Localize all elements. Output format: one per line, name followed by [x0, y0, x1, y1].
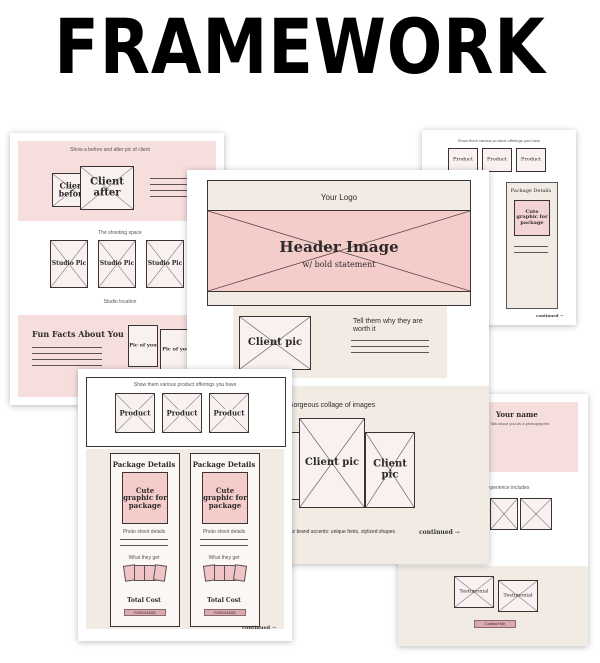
pic-of-you-1-label: Pic of you	[129, 342, 157, 349]
right-top-continued: continued	[536, 313, 563, 318]
experience-caption: xperience includes	[488, 485, 530, 491]
cute-graphic-2-label: Cute graphic for package	[203, 485, 247, 510]
text-lines	[150, 178, 202, 202]
pic-of-you-2: Pic of you	[160, 329, 192, 371]
right-product-3: Product	[516, 148, 546, 172]
cute-graphic-1: Cute graphic for package	[122, 472, 168, 524]
pic-of-you-2-label: Pic of you	[162, 346, 190, 353]
right-package-title: Package Details	[510, 188, 552, 194]
client-text-lines	[351, 340, 429, 358]
studio-pic-2-label: Studio Pic	[99, 259, 135, 267]
front-product-3-label: Product	[210, 409, 248, 417]
purchase-button-2[interactable]: PURCHASE	[204, 609, 246, 616]
studio-pic-3: Studio Pic	[146, 240, 184, 288]
center-continued: continued	[419, 529, 460, 536]
studio-location: Studio location	[103, 299, 137, 305]
products-section	[86, 377, 286, 447]
client-after-placeholder: Client after	[80, 166, 134, 210]
shooting-caption: The shooting space	[98, 230, 142, 236]
right-cute-graphic-label: Cute graphic for package	[516, 209, 548, 226]
talk-about: Talk about you as a photographer	[490, 421, 550, 426]
package-title-1: Package Details	[112, 460, 176, 469]
testimonial-2-label: Testimonial	[503, 592, 533, 599]
right-product-3-label: Product	[521, 156, 541, 163]
tell-them-text: Tell them why they are worth it	[353, 318, 423, 333]
what-they-get-1: What they get	[128, 555, 160, 561]
right-product-2: Product	[482, 148, 512, 172]
photo-details-1: Photo shoot details	[122, 529, 166, 535]
right-product-1: Product	[448, 148, 478, 172]
studio-pic-1: Studio Pic	[50, 240, 88, 288]
front-product-1: Product	[115, 393, 155, 433]
front-continued: continued	[242, 625, 276, 631]
studio-pic-1-label: Studio Pic	[51, 259, 87, 267]
right-package-lines	[514, 246, 548, 258]
collage-pic-2: Client pic	[299, 418, 365, 508]
front-page: Show them various product offerings you …	[78, 369, 292, 641]
experience-pic-2	[520, 498, 552, 530]
testimonial-1: Testimonial	[454, 576, 494, 608]
before-after-caption: Show a before and after pic of client	[70, 147, 150, 153]
front-product-1-label: Product	[116, 409, 154, 417]
studio-pic-2: Studio Pic	[98, 240, 136, 288]
bold-statement: w/ bold statement	[302, 260, 376, 269]
collage-pic-3-label: Client pic	[373, 458, 407, 480]
photo-details-2: Photo shoot details	[202, 529, 246, 535]
testimonial-1-label: Testimonial	[459, 588, 489, 595]
brand-accents: our brand accents: unique fonts, stylize…	[288, 529, 396, 535]
front-product-2-label: Product	[163, 409, 201, 417]
product-thumbs-1	[122, 564, 168, 582]
client-before-label: Client before	[58, 180, 88, 199]
experience-pic-1	[490, 498, 518, 530]
your-name: Your name	[496, 410, 538, 419]
package-2-lines	[200, 539, 248, 551]
front-caption: Show them various product offerings you …	[133, 382, 237, 388]
front-product-2: Product	[162, 393, 202, 433]
purchase-button-1[interactable]: PURCHASE	[124, 609, 166, 616]
cute-graphic-1-label: Cute graphic for package	[123, 485, 167, 510]
logo-text: Your Logo	[320, 193, 358, 202]
right-product-2-label: Product	[487, 156, 507, 163]
headline: FRAMEWORK	[54, 2, 546, 91]
studio-pic-3-label: Studio Pic	[147, 259, 183, 267]
package-1-lines	[120, 539, 168, 551]
header-image-placeholder	[207, 210, 471, 292]
client-after-label: Client after	[90, 176, 124, 198]
right-product-1-label: Product	[453, 156, 473, 163]
what-they-get-2: What they get	[208, 555, 240, 561]
fun-facts-title: Fun Facts About You	[32, 329, 124, 339]
testimonial-2: Testimonial	[498, 580, 538, 612]
collage-pic-3: Client pic	[365, 432, 415, 508]
contact-me-button[interactable]: Contact Me	[474, 620, 516, 628]
collage-caption: Gorgeous collage of images	[288, 402, 376, 409]
header-image-title: Header Image	[279, 238, 399, 256]
product-thumbs-2	[202, 564, 248, 582]
cute-graphic-2: Cute graphic for package	[202, 472, 248, 524]
total-cost-1: Total Cost	[127, 597, 161, 604]
collage-pic-2-label: Client pic	[304, 456, 360, 468]
total-cost-2: Total Cost	[207, 597, 241, 604]
fun-facts-lines	[32, 347, 102, 371]
front-product-3: Product	[209, 393, 249, 433]
right-cute-graphic: Cute graphic for package	[514, 200, 550, 236]
pic-of-you-1: Pic of you	[128, 325, 158, 367]
package-title-2: Package Details	[192, 460, 256, 469]
client-pic-label: Client pic	[247, 336, 303, 348]
client-pic-placeholder: Client pic	[239, 316, 311, 370]
right-top-caption: Show them various product offerings you …	[457, 138, 541, 143]
